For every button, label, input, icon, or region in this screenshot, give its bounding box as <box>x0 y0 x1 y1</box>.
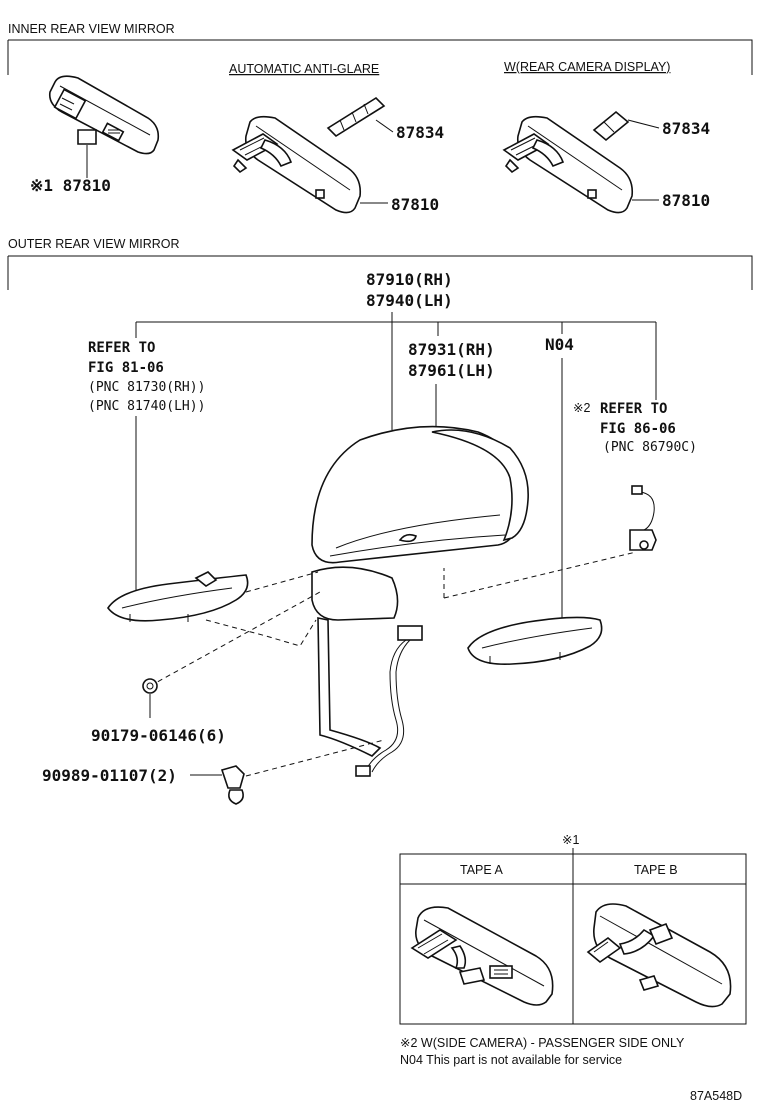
clip-part <box>142 678 158 694</box>
wire-harness <box>355 625 423 777</box>
tape-a-header: TAPE A <box>460 863 504 877</box>
variant-auto-anti-glare: AUTOMATIC ANTI-GLARE <box>229 62 379 76</box>
outer-section-bracket <box>8 255 753 290</box>
turn-lamp-right <box>467 616 603 665</box>
assy-lh-label: 87940(LH) <box>366 291 453 310</box>
inner-basic-label: ※1 87810 <box>30 176 111 195</box>
camera-mirror-label: 87810 <box>662 191 710 210</box>
turn-lamp-left <box>107 571 249 622</box>
figure-code: 87A548D <box>690 1089 742 1103</box>
camera-cover <box>592 110 630 142</box>
refer-right-line1: REFER TO <box>600 401 667 417</box>
pnc-left-rh: (PNC 81730(RH)) <box>88 380 205 395</box>
pnc-left-lh: (PNC 81740(LH)) <box>88 399 205 414</box>
tape-a-mirror <box>410 906 554 1006</box>
auto-cover <box>326 96 386 138</box>
inner-mirror-camera <box>502 115 634 214</box>
assy-rh-label: 87910(RH) <box>366 270 453 289</box>
n04-label: N04 <box>545 335 574 354</box>
outer-section-title: OUTER REAR VIEW MIRROR <box>8 237 180 251</box>
mirror-base <box>311 566 399 757</box>
mirror-glass <box>431 429 529 542</box>
tape-b-header: TAPE B <box>634 863 678 877</box>
glass-rh-label: 87931(RH) <box>408 340 495 359</box>
camera-cover-label: 87834 <box>662 119 710 138</box>
clamp-label: 90989-01107(2) <box>42 766 177 785</box>
clamp-part <box>220 765 245 805</box>
pnc-right: (PNC 86790C) <box>603 440 697 455</box>
tape-b-mirror <box>586 903 732 1008</box>
glass-lh-label: 87961(LH) <box>408 361 495 380</box>
auto-cover-label: 87834 <box>396 123 444 142</box>
tape-mark: ※1 <box>562 833 579 847</box>
inner-section-bracket <box>8 39 753 75</box>
refer-right-mark: ※2 <box>573 401 590 415</box>
variant-rear-camera: W(REAR CAMERA DISPLAY) <box>504 60 670 74</box>
auto-mirror-label: 87810 <box>391 195 439 214</box>
note-n04: N04 This part is not available for servi… <box>400 1053 622 1067</box>
clip-label: 90179-06146(6) <box>91 726 226 745</box>
inner-section-title: INNER REAR VIEW MIRROR <box>8 22 175 36</box>
note-side-camera: ※2 W(SIDE CAMERA) - PASSENGER SIDE ONLY <box>400 1036 685 1050</box>
assy-leader-tree <box>135 312 657 430</box>
refer-left-line1: REFER TO <box>88 340 155 356</box>
inner-mirror-basic <box>48 75 160 155</box>
refer-left-line2: FIG 81-06 <box>88 360 164 376</box>
side-camera <box>629 485 657 551</box>
refer-right-line2: FIG 86-06 <box>600 421 676 437</box>
inner-mirror-auto <box>231 115 362 214</box>
